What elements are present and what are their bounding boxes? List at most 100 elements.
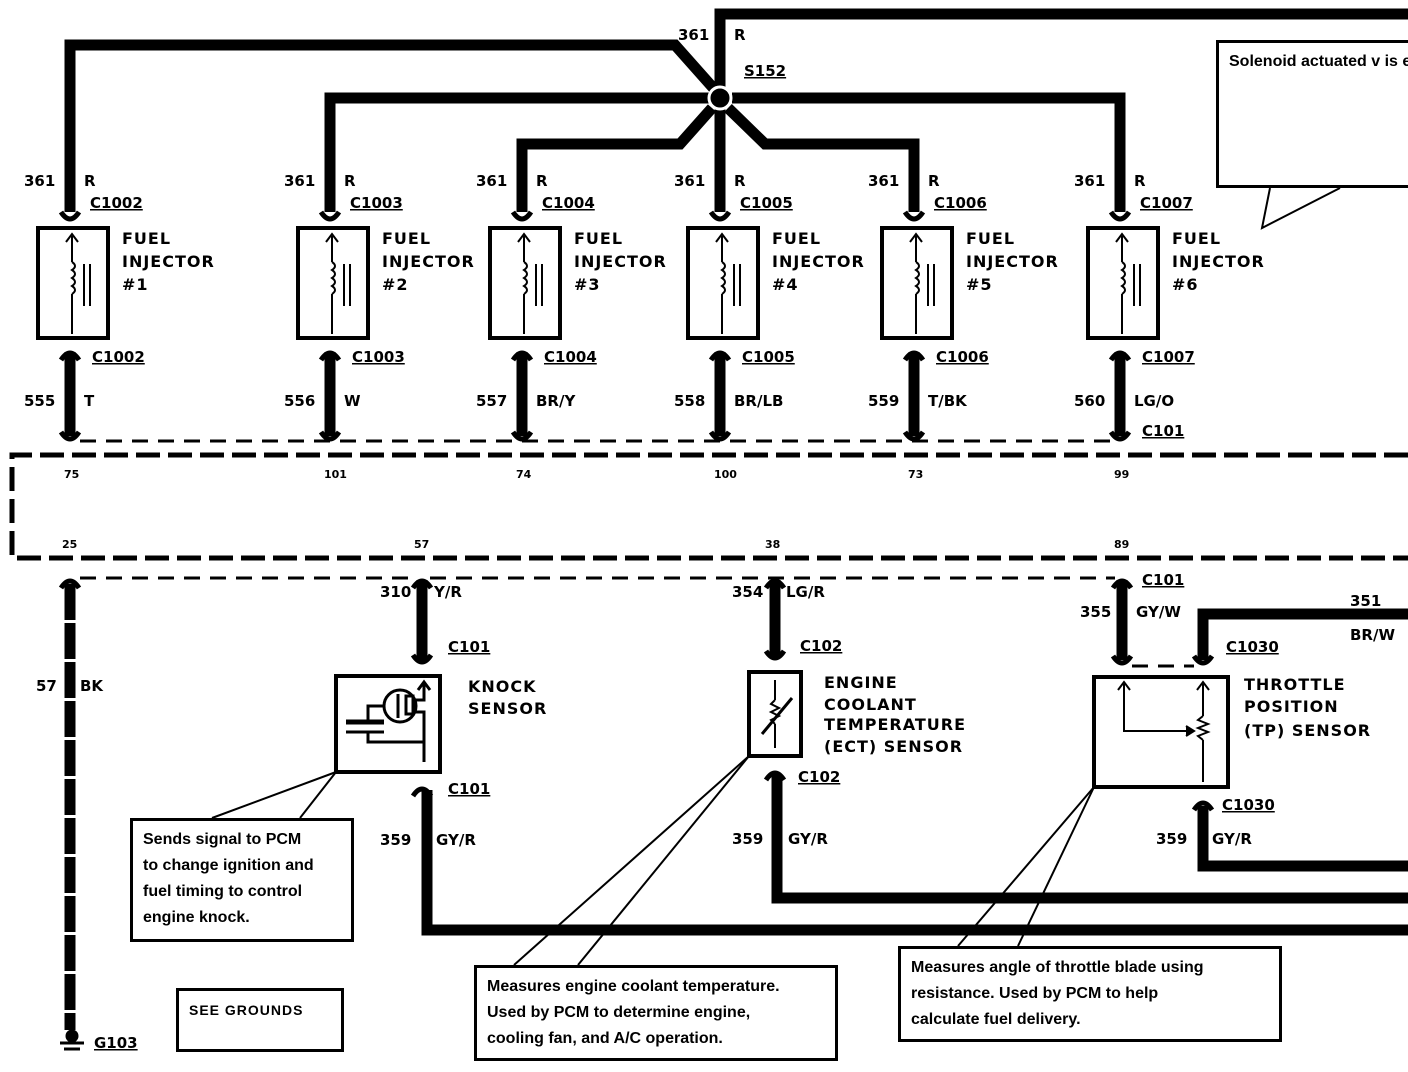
wire-number: 359 [1156,830,1187,848]
wire-number: 361 [1074,172,1105,190]
component-label: INJECTOR [122,252,215,271]
wire-number: 555 [24,392,55,410]
pin-number: 57 [414,538,429,551]
wire-number: 359 [380,831,411,849]
wire-color: BR/W [1350,626,1395,644]
pin-number: 99 [1114,468,1129,481]
component-label: FUEL [772,229,821,248]
wire-color: BR/LB [734,392,783,410]
pin-number: 38 [765,538,780,551]
wire-number: 355 [1080,603,1111,621]
pin-number: 100 [714,468,737,481]
wire-number: 57 [36,677,57,695]
potentiometer-symbol [1117,680,1211,782]
wire-color: GY/R [1212,830,1252,848]
component-label: ENGINE [824,673,898,692]
wire-color: R [734,26,746,44]
wire-color: R [536,172,548,190]
wire-color: BR/Y [536,392,576,410]
connector-label: C1004 [544,348,597,366]
pin-number: 75 [64,468,79,481]
connector-label: C1006 [936,348,989,366]
ect-sensor-circuit: 354 LG/R C102 ENGINE COOLANT TEMPERATURE… [513,580,1408,966]
component-label: INJECTOR [1172,252,1265,271]
ground-label: G103 [94,1034,138,1052]
harness-dashed-lines [80,439,1194,668]
wire-361-to-injector-1 [64,39,720,212]
wire-color: GY/R [436,831,476,849]
wire-color: R [344,172,356,190]
wire-color: R [928,172,940,190]
see-grounds-reference[interactable]: SEE GROUNDS [176,988,344,1052]
connector-label: C1002 [92,348,145,366]
connector-label: C101 [1142,571,1184,589]
note-solenoid-description: Solenoid actuated v is energized (pulse … [1216,40,1408,188]
wire-color: R [84,172,96,190]
component-label: #4 [772,275,799,294]
solenoid-coil-icon [715,232,741,334]
ground-icon [60,1029,84,1051]
wire-color: LG/O [1134,392,1174,410]
power-bus-wires [64,8,1408,212]
connector-label: C1003 [350,194,403,212]
connector-label: C1003 [352,348,405,366]
component-label: (TP) SENSOR [1244,721,1371,740]
pin-number: 25 [62,538,77,551]
component-label: KNOCK [468,677,537,696]
component-label: #1 [122,275,149,294]
wire-number: 558 [674,392,705,410]
component-label: INJECTOR [382,252,475,271]
knock-sensor-symbol [346,679,432,762]
wire-361-to-injector-3 [516,104,717,212]
connector-label: C101 [448,638,490,656]
component-label: #6 [1172,275,1199,294]
wire-number: 361 [476,172,507,190]
thermistor-symbol [760,680,794,748]
component-label: FUEL [382,229,431,248]
wire-361-to-injector-5 [724,104,920,212]
connector-label: C1005 [742,348,795,366]
wire-number: 361 [284,172,315,190]
connector-label: C101 [1142,422,1184,440]
wire-color: GY/W [1136,603,1181,621]
wire-number: 361 [24,172,55,190]
wire-color: Y/R [433,583,462,601]
wire-361-top-right [714,8,1408,90]
wire-number: 560 [1074,392,1105,410]
connector-label: C1030 [1222,796,1275,814]
note-tp-sensor: Measures angle of throttle blade using r… [898,946,1282,1042]
ground-circuit: 57 BK G103 [36,581,138,1052]
wire-color: GY/R [788,830,828,848]
solenoid-coil-icon [1115,232,1141,334]
connector-label: C1005 [740,194,793,212]
wire-number: 310 [380,583,411,601]
component-label: INJECTOR [966,252,1059,271]
component-label: (ECT) SENSOR [824,737,963,756]
component-label: SENSOR [468,699,547,718]
component-label: #2 [382,275,409,294]
wire-color: LG/R [786,583,825,601]
tp-sensor-circuit: 355 GY/W C101 351 BR/W C1030 THROTTLE PO… [957,571,1408,947]
wire-number: 361 [678,26,709,44]
connector-label: C1030 [1226,638,1279,656]
connector-label: C1004 [542,194,595,212]
component-label: FUEL [966,229,1015,248]
wire-number: 557 [476,392,507,410]
note-pointer [1260,187,1341,230]
splice-s152 [707,85,733,111]
connector-label: C1002 [90,194,143,212]
component-label: TEMPERATURE [824,715,966,734]
component-label: FUEL [574,229,623,248]
connector-label: C102 [798,768,840,786]
solenoid-coil-icon [517,232,543,334]
component-label: INJECTOR [772,252,865,271]
wire-color: R [734,172,746,190]
wire-color: W [344,392,361,410]
connector-label: C102 [800,637,842,655]
